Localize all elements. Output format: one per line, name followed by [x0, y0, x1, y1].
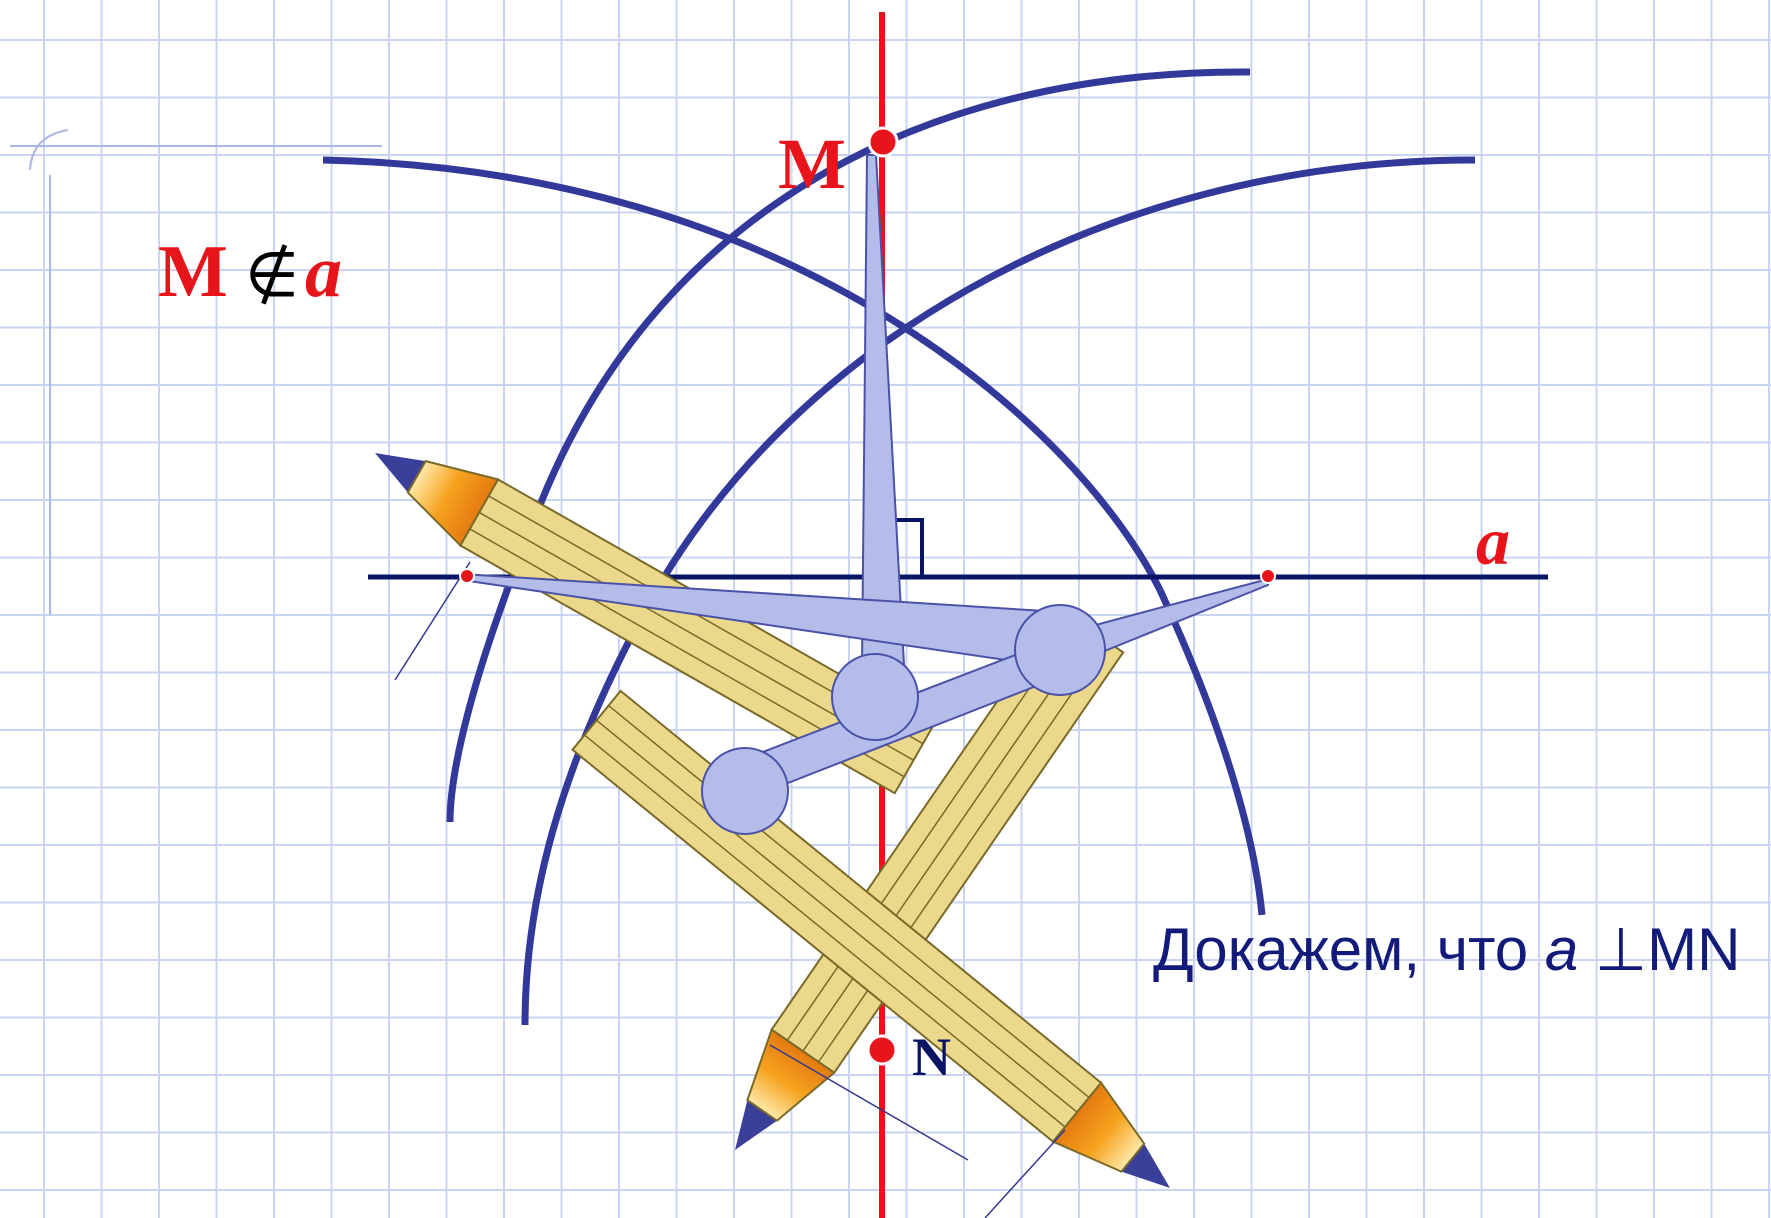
point-left-on-line-a — [459, 568, 475, 584]
condition-statement: M ∉ a — [158, 231, 342, 313]
arc-from-left-point-lower — [1156, 588, 1266, 916]
pencil-trace-lines — [394, 561, 1066, 1218]
arc-from-right-point-second — [521, 156, 1476, 1026]
caption-space — [1578, 916, 1595, 983]
caption-segment-mn: MN — [1647, 916, 1740, 983]
compass-hinges — [701, 604, 1106, 835]
condition-line-a: a — [305, 231, 342, 313]
pencil-left — [375, 453, 934, 795]
caption-prefix: Докажем, что — [1153, 916, 1545, 983]
point-right-on-line-a — [1260, 568, 1276, 584]
arc-from-right-point-upper — [536, 68, 1251, 507]
label-point-m: M — [778, 124, 846, 204]
label-line-a: a — [1476, 503, 1510, 579]
point-n — [866, 1034, 898, 1066]
condition-not-in-symbol: ∉ — [245, 241, 299, 310]
caption-perp-symbol: ⊥ — [1595, 916, 1647, 983]
arc-from-left-point-upper — [322, 156, 1164, 592]
construction-arcs — [322, 68, 1476, 1026]
point-m — [867, 126, 899, 158]
caption-line-a: a — [1545, 916, 1578, 983]
caption-prove: Докажем, что a ⊥MN — [1153, 916, 1740, 983]
label-point-n: N — [912, 1027, 951, 1087]
margin-decoration — [10, 129, 382, 615]
condition-point-m: M — [158, 231, 228, 313]
